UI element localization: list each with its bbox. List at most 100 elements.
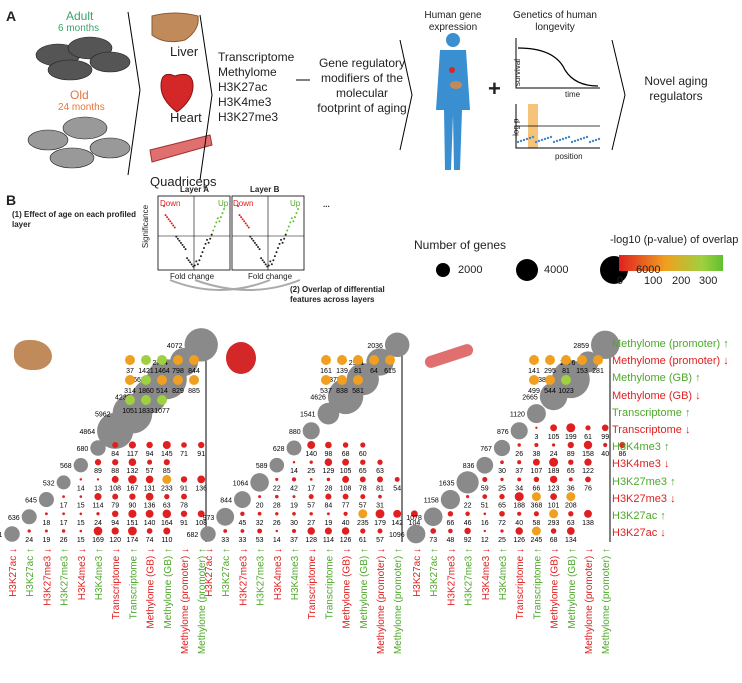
overlap-label: 30 [498, 468, 506, 475]
volcano-point [219, 216, 222, 219]
overlap-point [375, 509, 385, 519]
overlap-label: 131 [144, 485, 156, 492]
overlap-label: 117 [127, 451, 138, 458]
color-tick-0: 0 [617, 275, 624, 287]
overlap-point [619, 441, 626, 449]
overlap-point [585, 425, 591, 431]
bottom-layer-label: H3K27me3 ↓ [446, 548, 457, 606]
overlap-label: 65 [567, 468, 575, 475]
overlap-label: 104 [409, 520, 421, 527]
volcano-point [243, 220, 246, 223]
diagonal-point [302, 422, 320, 440]
overlap-label: 295 [544, 368, 556, 375]
overlap-label: 90 [129, 503, 137, 510]
overlap-label: 54 [393, 485, 401, 492]
overlap-point [549, 475, 558, 484]
gwas-point [540, 138, 544, 142]
volcano-point [258, 248, 261, 251]
overlap-label: 76 [584, 485, 592, 492]
overlap-label: 17 [60, 503, 68, 510]
overlap-point [343, 511, 348, 516]
gwas-point [531, 135, 535, 139]
overlap-label: 174 [127, 537, 139, 544]
overlap-point [257, 528, 263, 534]
overlap-point [198, 441, 205, 449]
overlap-label: 122 [582, 468, 594, 475]
overlap-label: 78 [359, 485, 367, 492]
overlap-point [162, 474, 172, 484]
overlap-point [128, 441, 137, 449]
volcano-point [212, 229, 215, 232]
overlap-label: 114 [92, 503, 103, 510]
overlap-point [258, 495, 262, 499]
volcano-point [293, 216, 296, 219]
overlap-label: 92 [464, 537, 472, 544]
overlap-point [545, 355, 555, 365]
overlap-label: 19 [290, 503, 298, 510]
panel-b-letter: B [6, 192, 17, 208]
diagonal-label: 2665 [522, 394, 538, 401]
overlap-label: 89 [94, 468, 102, 475]
overlap-label: 79 [111, 503, 119, 510]
overlap-point [96, 512, 100, 516]
overlap-label: 13 [94, 485, 102, 492]
overlap-label: 59 [481, 485, 489, 492]
volcano-point [196, 263, 199, 266]
muscle-icon [149, 134, 213, 163]
volcano-point [178, 239, 181, 242]
overlap-label: 84 [325, 503, 333, 510]
overlap-label: 37 [126, 368, 134, 375]
overlap-point [550, 424, 558, 432]
overlap-point [157, 395, 167, 405]
overlap-label: 126 [340, 537, 352, 544]
volcano-point [175, 235, 178, 238]
bottom-layer-label: Methylome (GB) ↑ [567, 548, 578, 629]
overlap-point [529, 375, 539, 385]
diagonal-point [200, 526, 216, 542]
diagonal-label: 680 [77, 446, 89, 453]
overlap-point [128, 475, 137, 484]
bottom-layer-label: Methylome (promoter) ↓ [584, 548, 595, 654]
diagonal-point [184, 328, 218, 362]
layer-label: Methylome (promoter) ↑ [612, 338, 729, 350]
volcano-point [192, 265, 195, 268]
gwas-point [573, 139, 577, 143]
overlap-point [533, 476, 540, 483]
overlap-point [44, 529, 48, 533]
overlap-label: 72 [498, 520, 506, 527]
volcano-point [253, 241, 256, 244]
overlap-point [500, 477, 504, 482]
diagonal-label: 836 [463, 463, 475, 470]
volcano-point [199, 255, 202, 258]
overlap-label: 179 [374, 520, 386, 527]
overlap-point [593, 355, 603, 365]
overlap-point [535, 426, 538, 429]
overlap-label: 40 [342, 520, 350, 527]
overlap-label: 1023 [558, 388, 574, 395]
overlap-label: 22 [273, 485, 281, 492]
overlap-point [173, 355, 183, 365]
overlap-point [141, 375, 151, 385]
overlap-point [181, 442, 187, 448]
volcano-point [247, 226, 250, 229]
layer-item: H3K4me3 [218, 95, 272, 109]
diagonal-label: 1635 [439, 480, 455, 487]
overlap-label: 838 [336, 388, 348, 395]
diagonal-point [384, 332, 410, 358]
volcano-point [241, 218, 244, 221]
diagonal-label: 628 [273, 446, 285, 453]
overlap-point [128, 526, 137, 536]
overlap-point [568, 459, 574, 465]
overlap-point [275, 512, 279, 516]
overlap-label: 26 [515, 451, 523, 458]
overlap-label: 167 [127, 485, 139, 492]
gwas-point [558, 138, 562, 142]
overlap-label: 81 [376, 485, 384, 492]
overlap-point [533, 511, 539, 517]
overlap-label: 27 [307, 520, 315, 527]
volcano-point [166, 216, 169, 219]
overlap-point [360, 528, 366, 534]
overlap-point [601, 424, 609, 432]
overlap-point [125, 355, 135, 365]
gwas-point [555, 139, 559, 143]
